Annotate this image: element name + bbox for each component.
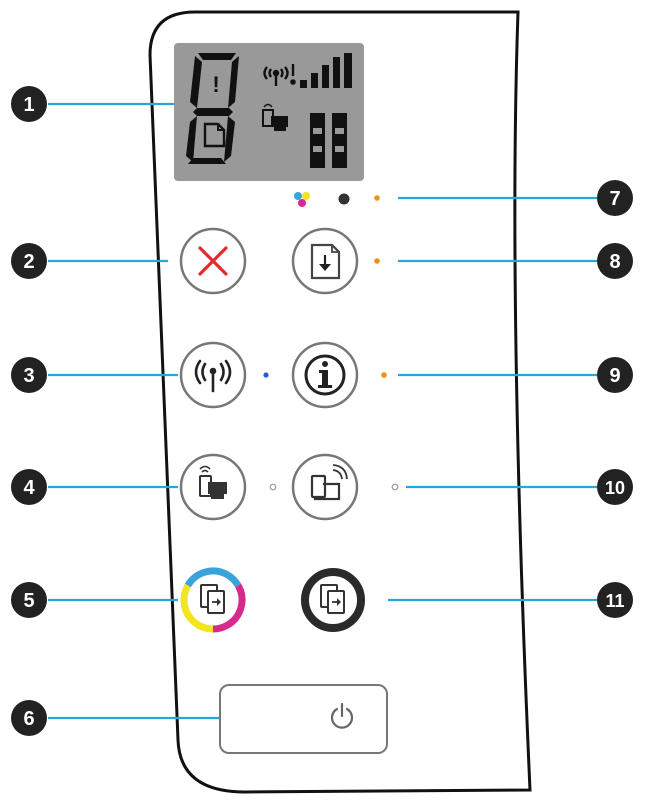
black-copy-button[interactable] [301, 568, 365, 632]
color-copy-button[interactable] [173, 560, 252, 639]
information-button[interactable] [291, 341, 359, 409]
callout-10: 10 [597, 469, 633, 505]
callout-7: 7 [597, 180, 633, 216]
ink-alert-indicators [294, 192, 380, 207]
wifi-direct-button[interactable] [179, 453, 247, 521]
wifi-direct-icon [199, 465, 227, 499]
information-light [381, 372, 387, 378]
hp-eprint-button[interactable] [291, 453, 359, 521]
signal-bars-icon [300, 53, 352, 88]
svg-text:4: 4 [23, 477, 35, 499]
resume-light [374, 258, 380, 264]
ink-level-icon [310, 113, 347, 168]
svg-text:5: 5 [23, 590, 34, 612]
svg-text:8: 8 [609, 251, 620, 273]
wireless-button[interactable] [179, 341, 247, 409]
callout-6: 6 [11, 700, 47, 736]
power-button[interactable] [219, 684, 388, 754]
cancel-x-icon [198, 246, 228, 276]
hp-eprint-light [391, 483, 399, 491]
color-copy-icon [200, 584, 225, 614]
alert-mark: ! [212, 72, 219, 97]
callout-9: 9 [597, 357, 633, 393]
control-panel-display: ! [174, 43, 364, 181]
leader-lines [48, 102, 597, 720]
svg-text:9: 9 [609, 365, 620, 387]
callout-8: 8 [597, 243, 633, 279]
wireless-attention-icon [263, 64, 296, 86]
seven-segment-digit [186, 53, 239, 164]
callout-1: 1 [11, 86, 47, 122]
svg-text:11: 11 [605, 591, 624, 611]
wifi-direct-display-icon [262, 103, 288, 131]
callout-4: 4 [11, 469, 47, 505]
wireless-light [263, 372, 269, 378]
svg-text:10: 10 [605, 478, 625, 498]
hp-eprint-icon [310, 464, 348, 501]
wireless-antenna-icon [194, 359, 232, 393]
svg-text:1: 1 [23, 94, 34, 116]
svg-text:2: 2 [23, 251, 34, 273]
callout-2: 2 [11, 243, 47, 279]
resume-document-icon [310, 243, 341, 280]
paper-error-icon [203, 122, 226, 148]
callout-3: 3 [11, 357, 47, 393]
wifi-direct-light [269, 483, 277, 491]
callout-5: 5 [11, 582, 47, 618]
svg-text:6: 6 [23, 708, 34, 730]
panel-outline [148, 10, 532, 794]
svg-text:7: 7 [609, 188, 620, 210]
svg-text:3: 3 [23, 365, 34, 387]
callout-11: 11 [597, 582, 633, 618]
cancel-button[interactable] [179, 227, 247, 295]
resume-button[interactable] [291, 227, 359, 295]
black-copy-icon [320, 584, 345, 614]
information-icon [304, 354, 346, 396]
power-icon [330, 702, 354, 729]
